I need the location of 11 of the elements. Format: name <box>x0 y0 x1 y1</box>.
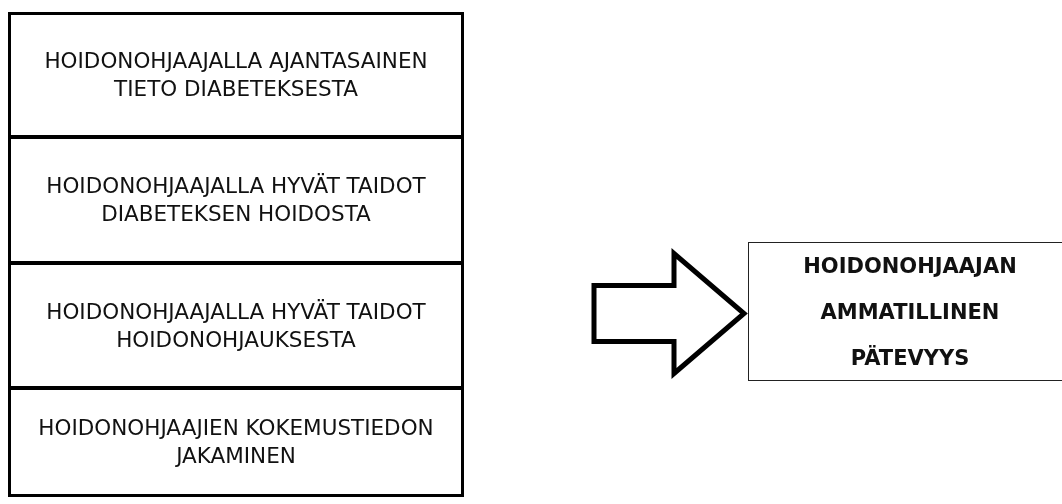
result-box <box>748 242 1062 381</box>
factor-box <box>8 387 464 497</box>
factor-box <box>8 136 464 264</box>
block-arrow <box>591 248 748 379</box>
factor-box <box>8 12 464 138</box>
factor-box <box>8 262 464 389</box>
box-text: HOIDONOHJAAJALLA AJANTASAINEN TIETO DIABETEKSESTA <box>43 47 429 103</box>
box-text: HOIDONOHJAAJIEN KOKEMUSTIEDON JAKAMINEN <box>37 414 435 470</box>
box-text: HOIDONOHJAAJALLA HYVÄT TAIDOT HOIDONOHJAUKSESTA <box>45 297 427 354</box>
box-text: HOIDONOHJAAJAN AMMATILLINEN PÄTEVYYS <box>802 252 1018 372</box>
box-text: HOIDONOHJAAJALLA HYVÄT TAIDOT DIABETEKSEN HOIDOSTA <box>45 172 427 228</box>
